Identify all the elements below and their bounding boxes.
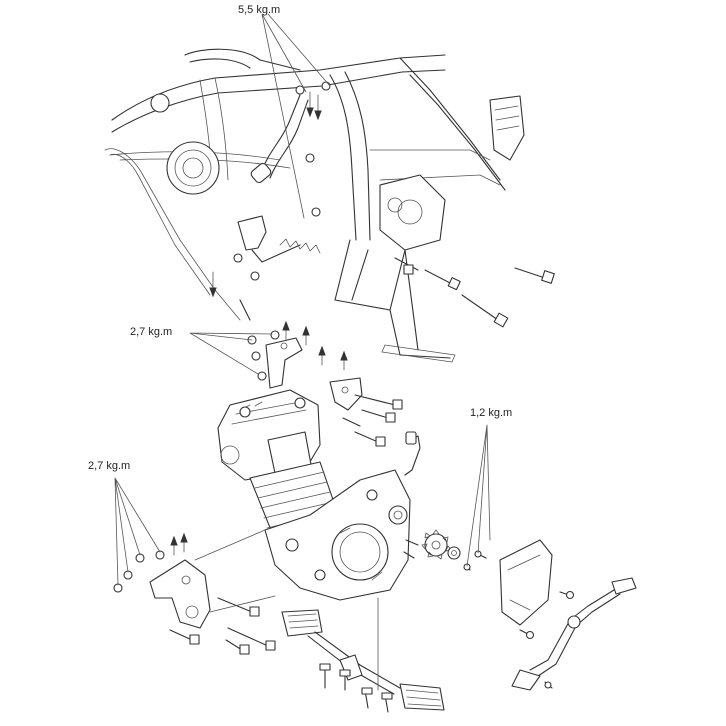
torque-label-sprocket: 1,2 kg.m [470, 407, 513, 419]
footrest-assembly [281, 597, 445, 713]
torque-label-upper-mount: 2,7 kg.m [130, 326, 173, 338]
frame-through-bolts [394, 257, 555, 328]
gear-shift-lever [511, 577, 637, 691]
engine-assembly [217, 389, 421, 601]
centre-stand [334, 239, 406, 311]
front-sprocket [421, 529, 487, 571]
rear-brake-pedal [237, 215, 267, 251]
motorcycle-frame [104, 48, 555, 363]
leader-lines-top [261, 13, 331, 219]
leader-lines-upper-mount [189, 332, 273, 375]
lower-engine-mount-bracket [113, 529, 276, 655]
torque-label-top-bolts: 5,5 kg.m [238, 4, 281, 16]
sprocket-cover [499, 539, 553, 626]
torque-label-left-mount: 2,7 kg.m [88, 460, 131, 472]
upper-engine-mount-brackets [247, 320, 403, 447]
leader-lines-left-mount [114, 477, 161, 586]
leader-lines-sprocket [466, 424, 491, 567]
